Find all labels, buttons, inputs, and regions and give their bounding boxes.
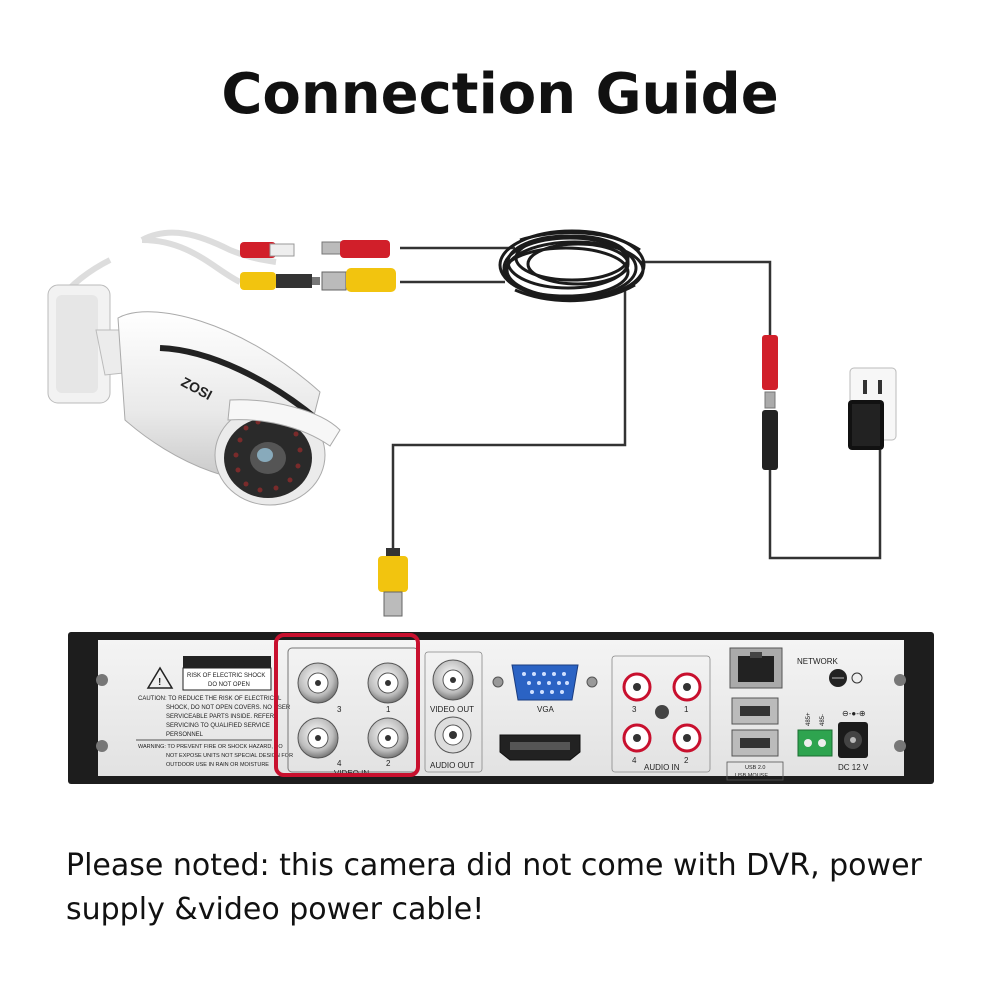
caution-text-2: SHOCK, DO NOT OPEN COVERS. NO USER <box>166 705 291 711</box>
network-port[interactable] <box>729 647 783 689</box>
caution-text-1: CAUTION: TO REDUCE THE RISK OF ELECTRICA… <box>138 696 282 702</box>
video-in-label-4: 4 <box>337 759 342 768</box>
audio-out-label: AUDIO OUT <box>430 761 475 770</box>
caution-text-3: SERVICEABLE PARTS INSIDE. REFER <box>166 714 275 720</box>
video-out-label: VIDEO OUT <box>430 705 474 714</box>
warning-text-2: NOT EXPOSE UNITS NOT SPECIAL DESIGN FOR <box>166 753 293 759</box>
caution-label: ! CAUTION RISK OF ELECTRIC SHOCK DO NOT … <box>136 656 293 768</box>
video-in-label-3: 3 <box>337 705 342 714</box>
video-in-label-1: 1 <box>386 705 391 714</box>
usb-port-2[interactable] <box>731 729 779 757</box>
rs485-label-minus: 485- <box>820 714 826 726</box>
dc-plug-vertical <box>762 335 778 470</box>
warning-text-1: WARNING: TO PREVENT FIRE OR SHOCK HAZARD… <box>138 744 283 750</box>
dc-input-port[interactable] <box>838 722 868 758</box>
video-in-highlight <box>274 633 420 777</box>
caution-box-line-1: RISK OF ELECTRIC SHOCK <box>187 673 265 679</box>
video-in-port-2[interactable] <box>367 717 409 759</box>
video-in-label-2: 2 <box>386 759 391 768</box>
rs485-label-plus: 485+ <box>806 712 812 726</box>
caution-header: CAUTION <box>206 658 247 668</box>
video-in-port-3[interactable] <box>297 662 339 704</box>
audio-in-port-2[interactable] <box>672 723 702 753</box>
usb-label: USB 2.0 <box>745 765 765 771</box>
video-line-down <box>391 290 627 550</box>
audio-in-port-3[interactable] <box>622 672 652 702</box>
video-out-port[interactable] <box>432 659 474 701</box>
audio-in-label: AUDIO IN <box>644 763 680 772</box>
warning-text-3: OUTDOOR USE IN RAIN OR MOISTURE <box>166 762 269 768</box>
hdmi-port[interactable] <box>499 734 581 761</box>
cables <box>57 229 882 560</box>
audio-in-port-1[interactable] <box>672 672 702 702</box>
dc-symbol: ⊖-●-⊕ <box>842 709 866 718</box>
page-title: Connection Guide <box>221 62 779 127</box>
video-in-port-1[interactable] <box>367 662 409 704</box>
power-adapter <box>848 367 897 450</box>
rs485-terminal[interactable] <box>797 729 833 757</box>
caution-box-line-2: DO NOT OPEN <box>208 682 250 688</box>
dvr-rear-panel: ! CAUTION RISK OF ELECTRIC SHOCK DO NOT … <box>68 632 934 784</box>
network-label: NETWORK <box>797 657 839 666</box>
svg-text:!: ! <box>158 677 161 688</box>
power-line-right <box>640 260 772 335</box>
usb-mouse-label: USB MOUSE <box>735 773 768 779</box>
audio-in-label-4: 4 <box>632 756 637 765</box>
vga-port[interactable] <box>492 664 598 701</box>
audio-in-label-3: 3 <box>632 705 637 714</box>
caution-text-5: PERSONNEL <box>166 732 204 738</box>
camera-cable-2 <box>141 237 242 285</box>
camera-connectors <box>240 240 396 292</box>
audio-in-label-1: 1 <box>684 705 689 714</box>
audio-in-port-4[interactable] <box>622 723 652 753</box>
ground-screw[interactable] <box>829 669 863 687</box>
bnc-plug-down <box>378 548 408 617</box>
video-in-port-4[interactable] <box>297 717 339 759</box>
usb-port-1[interactable] <box>731 697 779 725</box>
adapter-line <box>768 450 882 560</box>
audio-out-port[interactable] <box>434 716 472 754</box>
cable-coil <box>498 229 646 303</box>
dc-label: DC 12 V <box>838 763 869 772</box>
camera-cable <box>140 229 277 265</box>
bullet-camera: ZOSI <box>47 284 341 506</box>
caution-text-4: SERVICING TO QUALIFIED SERVICE <box>166 723 270 729</box>
note-text: Please noted: this camera did not come w… <box>66 848 922 927</box>
audio-in-label-2: 2 <box>684 756 689 765</box>
vga-label: VGA <box>537 705 555 714</box>
audio-in-group: 3 1 4 2 AUDIO IN <box>611 655 711 773</box>
